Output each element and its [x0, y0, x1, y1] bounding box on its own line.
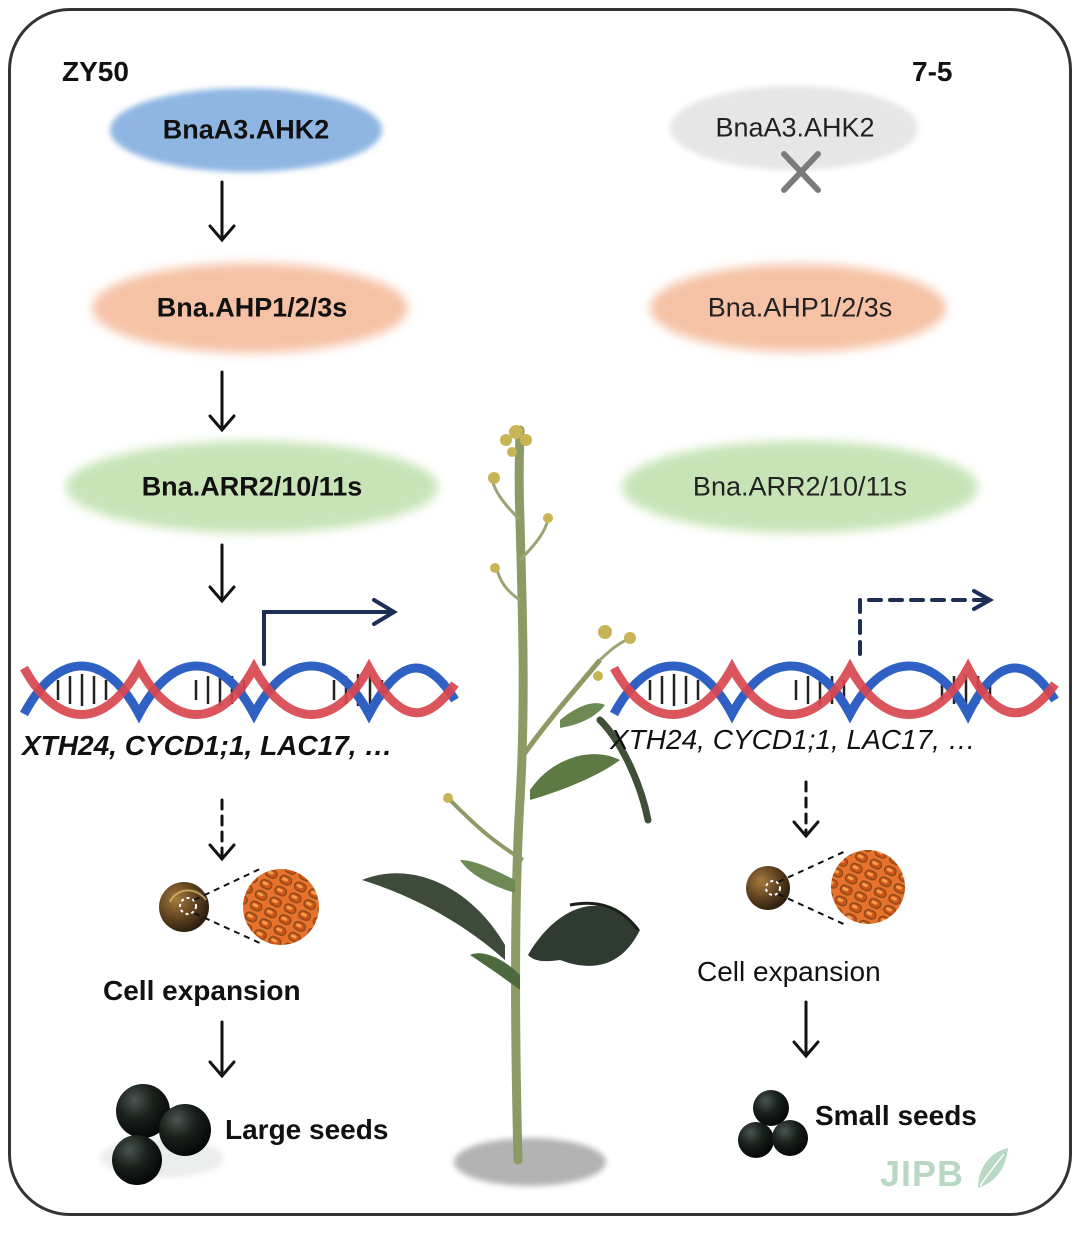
- right-ahp-label: Bna.AHP1/2/3s: [707, 292, 893, 323]
- right-outcome-label: Small seeds: [815, 1100, 977, 1131]
- left-receptor-label: BnaA3.AHK2: [162, 114, 330, 145]
- right-strain-label: 7-5: [912, 56, 953, 87]
- left-ahp-node: [92, 263, 408, 353]
- jipb-leaf-icon: [978, 1148, 1008, 1188]
- large-seeds-image: [100, 1084, 224, 1185]
- right-seed-zoom-graphic: [746, 849, 905, 927]
- knockout-cross-icon: [781, 151, 821, 193]
- right-target-genes: XTH24, CYCD1;1, LAC17, …: [610, 724, 976, 755]
- right-dna-helix: [610, 658, 1059, 724]
- right-promoter-arrow: [858, 589, 995, 656]
- left-seed-zoom-graphic: [159, 867, 319, 945]
- right-ahp-node: [650, 264, 946, 352]
- left-arr-node: [66, 441, 438, 533]
- left-dna-helix: [20, 658, 459, 724]
- rapeseed-plant-image: [362, 425, 652, 1186]
- left-promoter-arrow: [262, 598, 398, 666]
- right-arrows: [792, 780, 820, 1059]
- right-arr-label: Bna.ARR2/10/11s: [692, 471, 908, 502]
- small-seeds-image: [738, 1090, 808, 1158]
- left-target-genes: XTH24, CYCD1;1, LAC17, …: [22, 730, 393, 761]
- right-receptor-node: [670, 86, 918, 170]
- left-ahp-label: Bna.AHP1/2/3s: [156, 292, 348, 323]
- left-process-label: Cell expansion: [103, 975, 301, 1006]
- right-arr-node: [622, 441, 978, 533]
- diagram-frame: [8, 8, 1072, 1216]
- left-strain-label: ZY50: [62, 56, 129, 87]
- left-arrows: [208, 180, 236, 1079]
- right-process-label: Cell expansion: [697, 956, 881, 987]
- watermark: JIPB: [880, 1153, 965, 1194]
- right-receptor-label: BnaA3.AHK2: [715, 112, 875, 143]
- left-outcome-label: Large seeds: [225, 1114, 389, 1145]
- left-arr-label: Bna.ARR2/10/11s: [141, 471, 363, 502]
- left-receptor-node: [110, 88, 382, 172]
